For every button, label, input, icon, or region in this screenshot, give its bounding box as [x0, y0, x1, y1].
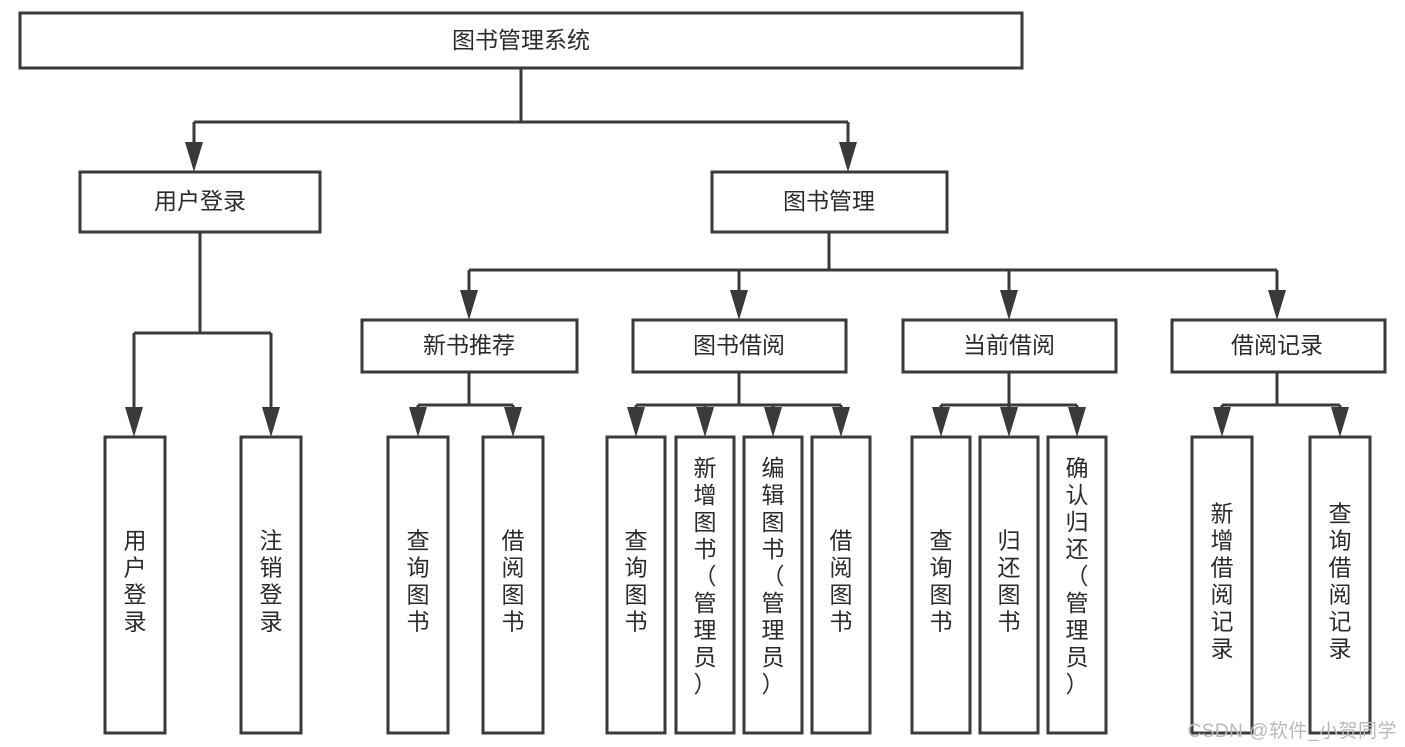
node-borrow-record[interactable]: 借阅记录 — [1170, 318, 1387, 374]
node-leaf-query-book-newbook-label: 查询图书 — [407, 528, 430, 635]
node-leaf-edit-book[interactable]: 编辑图书（管理员） — [742, 435, 804, 735]
node-leaf-return-book-label: 归还图书 — [998, 528, 1021, 635]
node-leaf-borrow-book[interactable]: 借阅图书 — [810, 435, 872, 735]
node-leaf-user-login-label: 用户登录 — [124, 528, 147, 635]
node-leaf-borrow-book-newbook-label: 借阅图书 — [502, 528, 525, 635]
connector-userlogin-to-leaves — [125, 232, 280, 437]
node-leaf-borrow-book-label: 借阅图书 — [830, 528, 853, 635]
connector-root-to-level1 — [185, 68, 857, 172]
node-leaf-logout[interactable]: 注销登录 — [239, 435, 303, 735]
node-leaf-confirm-return[interactable]: 确认归还（管理员） — [1046, 435, 1108, 735]
node-leaf-query-book-newbook[interactable]: 查询图书 — [386, 435, 450, 735]
connector-currentborrow-to-leaves — [932, 372, 1086, 437]
node-leaf-edit-book-label: 编辑图书（管理员） — [762, 455, 785, 697]
node-leaf-add-borrow-record[interactable]: 新增借阅记录 — [1190, 435, 1254, 735]
node-new-book-recommend[interactable]: 新书推荐 — [360, 318, 579, 374]
node-leaf-add-book[interactable]: 新增图书（管理员） — [674, 435, 736, 735]
node-leaf-return-book[interactable]: 归还图书 — [978, 435, 1040, 735]
node-user-login[interactable]: 用户登录 — [78, 170, 322, 234]
node-leaf-confirm-return-label: 确认归还（管理员） — [1066, 455, 1089, 697]
node-book-borrow-label: 图书借阅 — [693, 332, 785, 358]
node-leaf-add-borrow-record-label: 新增借阅记录 — [1211, 501, 1234, 662]
node-borrow-record-label: 借阅记录 — [1231, 332, 1323, 358]
node-current-borrow[interactable]: 当前借阅 — [901, 318, 1118, 374]
node-leaf-query-book-current-label: 查询图书 — [930, 528, 953, 635]
node-book-borrow[interactable]: 图书借阅 — [631, 318, 848, 374]
connector-bookmgmt-to-level2 — [460, 232, 1286, 320]
node-new-book-recommend-label: 新书推荐 — [423, 332, 515, 358]
node-leaf-query-book-borrow[interactable]: 查询图书 — [605, 435, 667, 735]
node-current-borrow-label: 当前借阅 — [963, 332, 1055, 358]
node-book-management-label: 图书管理 — [783, 188, 875, 214]
node-leaf-query-book-current[interactable]: 查询图书 — [910, 435, 972, 735]
node-leaf-query-borrow-record-label: 查询借阅记录 — [1329, 501, 1352, 662]
node-leaf-query-book-borrow-label: 查询图书 — [625, 528, 648, 635]
node-leaf-logout-label: 注销登录 — [260, 528, 283, 635]
connector-newbook-to-leaves — [409, 372, 522, 437]
node-leaf-user-login[interactable]: 用户登录 — [103, 435, 167, 735]
node-root[interactable]: 图书管理系统 — [18, 11, 1024, 70]
connector-borrowrecord-to-leaves — [1213, 372, 1349, 437]
node-user-login-label: 用户登录 — [154, 188, 246, 214]
node-leaf-borrow-book-newbook[interactable]: 借阅图书 — [481, 435, 545, 735]
connector-bookborrow-to-leaves — [627, 372, 850, 437]
node-leaf-query-borrow-record[interactable]: 查询借阅记录 — [1308, 435, 1372, 735]
node-root-label: 图书管理系统 — [452, 27, 590, 53]
node-leaf-add-book-label: 新增图书（管理员） — [694, 455, 717, 697]
node-book-management[interactable]: 图书管理 — [710, 170, 949, 234]
